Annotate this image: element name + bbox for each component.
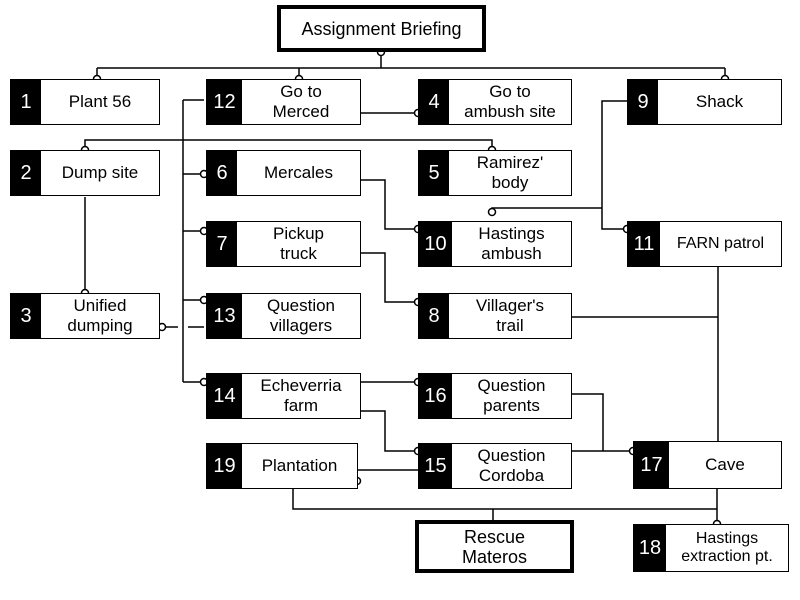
node-6-label: Mercales [264,163,333,182]
node-10-label: Hastings ambush [478,224,545,263]
node-18-label: Hastings extraction pt. [681,530,773,565]
rescue-materos-box: Rescue Materos [415,520,574,573]
node-1-number: 1 [11,80,41,124]
node-4-label: Go to ambush site [464,82,556,121]
node-12: 12 Go to Merced [206,79,361,125]
node-19-label: Plantation [261,456,338,475]
node-11-number: 11 [628,222,660,266]
node-6: 6 Mercales [206,150,361,196]
node-7-label: Pickup truck [272,224,325,263]
node-5-number: 5 [419,151,449,195]
node-7-number: 7 [207,222,237,266]
node-13: 13 Question villagers [206,293,361,339]
node-5: 5 Ramirez' body [418,150,572,196]
node-6-number: 6 [207,151,237,195]
node-10: 10 Hastings ambush [418,221,572,267]
node-15-number: 15 [419,444,452,488]
node-8-number: 8 [419,294,449,338]
node-9-label: Shack [695,92,744,111]
node-14-label: Echeverria farm [260,376,342,415]
node-12-label: Go to Merced [272,82,330,121]
node-7: 7 Pickup truck [206,221,361,267]
node-1-label: Plant 56 [68,92,132,111]
node-17-label: Cave [705,455,745,474]
node-11: 11 FARN patrol [627,221,782,267]
node-16: 16 Question parents [418,373,572,419]
node-3-label: Unified dumping [67,296,133,335]
node-9: 9 Shack [627,79,782,125]
node-18: 18 Hastings extraction pt. [633,524,789,572]
rescue-materos-label: Rescue Materos [461,526,528,567]
node-16-number: 16 [419,374,452,418]
node-15: 15 Question Cordoba [418,443,572,489]
node-17: 17 Cave [633,441,782,489]
node-14: 14 Echeverria farm [206,373,361,419]
node-12-number: 12 [207,80,242,124]
node-1: 1 Plant 56 [10,79,160,125]
node-3-number: 3 [11,294,41,338]
node-19-number: 19 [207,444,242,488]
node-2-number: 2 [11,151,41,195]
assignment-briefing-title: Assignment Briefing [301,18,462,39]
node-2: 2 Dump site [10,150,160,196]
node-17-number: 17 [634,442,669,488]
node-8: 8 Villager's trail [418,293,572,339]
node-16-label: Question parents [477,376,546,415]
node-11-label: FARN patrol [676,235,765,252]
node-13-number: 13 [207,294,242,338]
node-14-number: 14 [207,374,242,418]
assignment-briefing-box: Assignment Briefing [277,5,486,52]
node-5-label: Ramirez' body [476,153,544,192]
node-18-number: 18 [634,525,666,571]
node-13-label: Question villagers [266,296,336,335]
node-2-label: Dump site [61,163,139,182]
node-4: 4 Go to ambush site [418,79,572,125]
node-15-label: Question Cordoba [477,446,546,485]
node-10-number: 10 [419,222,452,266]
node-3: 3 Unified dumping [10,293,160,339]
node-4-number: 4 [419,80,449,124]
node-8-label: Villager's trail [475,296,545,335]
node-19: 19 Plantation [206,443,358,489]
node-9-number: 9 [628,80,658,124]
